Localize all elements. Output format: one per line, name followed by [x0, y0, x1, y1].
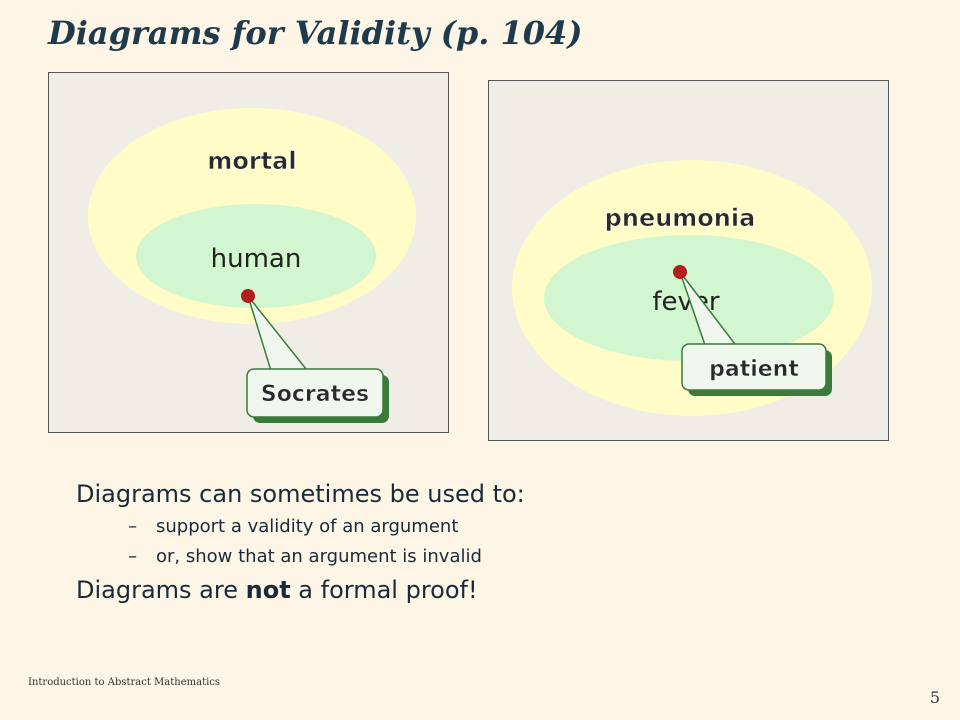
dash-marker: –: [128, 516, 137, 537]
patient-point: [673, 265, 687, 279]
socrates-label: Socrates: [261, 382, 369, 407]
notes: Diagrams can sometimes be used to: –supp…: [76, 476, 525, 608]
page-number: 5: [929, 688, 940, 707]
dash-marker: –: [128, 546, 137, 567]
notes-sub-text: support a validity of an argument: [156, 516, 459, 537]
human-region: [136, 204, 376, 308]
footer-course-title: Introduction to Abstract Mathematics: [28, 677, 221, 688]
conclusion-text-end: a formal proof!: [290, 576, 478, 604]
patient-callout-box: [681, 343, 827, 391]
diagram-right: pneumonia fever patient: [488, 80, 890, 442]
human-label: human: [211, 244, 302, 274]
notes-intro: Diagrams can sometimes be used to:: [76, 480, 525, 508]
mortal-label: mortal: [207, 147, 296, 175]
conclusion-emphasis: not: [245, 576, 291, 604]
notes-sub-item: –or, show that an argument is invalid: [76, 542, 525, 572]
slide-title: Diagrams for Validity (p. 104): [48, 14, 583, 52]
diagram-left: mortal human Socrates: [48, 72, 450, 434]
conclusion-text-start: Diagrams are: [76, 576, 246, 604]
patient-label: patient: [709, 357, 799, 382]
notes-sub-text: or, show that an argument is invalid: [156, 546, 482, 567]
pneumonia-label: pneumonia: [605, 204, 756, 232]
notes-conclusion: Diagrams are not a formal proof!: [76, 572, 525, 608]
socrates-callout-box: [246, 368, 384, 418]
socrates-point: [241, 289, 255, 303]
notes-sub-item: –support a validity of an argument: [76, 512, 525, 542]
